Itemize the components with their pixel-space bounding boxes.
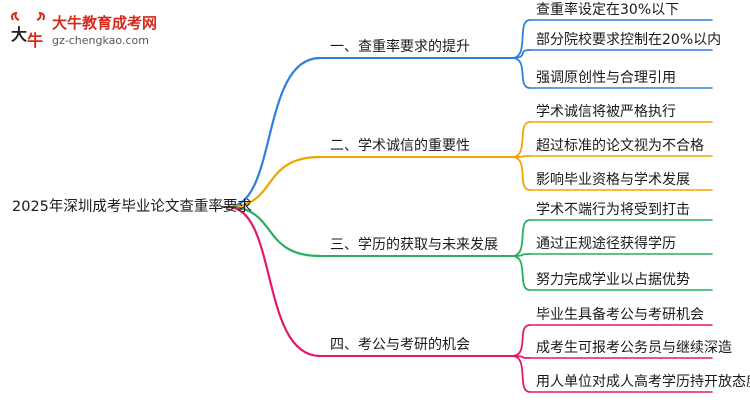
branch-2-leaf-1-curve xyxy=(511,121,531,158)
branch-1-label: 一、查重率要求的提升 xyxy=(330,39,470,55)
logo-name: 大牛教育成考网 xyxy=(52,14,158,32)
branch-4-leaf-1-curve xyxy=(511,324,531,357)
branch-2-label: 二、学术诚信的重要性 xyxy=(330,138,470,154)
branch-3-leaf-2: 通过正规途径获得学历 xyxy=(536,236,676,252)
root-topic: 2025年深圳成考毕业论文查重率要求 xyxy=(12,199,252,215)
branch-2-leaf-2: 超过标准的论文视为不合格 xyxy=(536,138,704,154)
branch-3-leaf-3-curve xyxy=(511,255,531,291)
branch-3-leaf-1: 学术不端行为将受到打击 xyxy=(536,202,690,218)
branch-2-leaf-3-curve xyxy=(511,156,531,191)
branch-1-leaf-3: 强调原创性与合理引用 xyxy=(536,70,676,86)
branch-1-curve xyxy=(226,56,322,209)
branch-2-leaf-3: 影响毕业资格与学术发展 xyxy=(536,172,690,188)
bull-logo-icon: 大 牛 xyxy=(11,11,45,50)
branch-3-label: 三、学历的获取与未来发展 xyxy=(330,237,498,253)
branch-2-leaf-1: 学术诚信将被严格执行 xyxy=(536,104,676,120)
branch-4-leaf-1: 毕业生具备考公与考研机会 xyxy=(536,307,704,323)
branch-1-leaf-2: 部分院校要求控制在20%以内 xyxy=(536,32,722,48)
branch-4-curve xyxy=(226,205,322,358)
branch-1-leaf-1-curve xyxy=(511,19,531,59)
svg-text:牛: 牛 xyxy=(27,31,43,50)
branch-1-leaf-3-curve xyxy=(511,57,531,89)
branch-3-leaf-1-curve xyxy=(511,219,531,257)
branch-3-leaf-3: 努力完成学业以占据优势 xyxy=(536,272,690,288)
branch-4-leaf-2: 成考生可报考公务员与继续深造 xyxy=(536,340,732,356)
site-logo[interactable]: 大 牛 大牛教育成考网 gz-chengkao.com xyxy=(8,8,178,52)
branch-3-curve xyxy=(226,205,322,258)
branch-2-curve xyxy=(226,155,322,209)
branch-4-label: 四、考公与考研的机会 xyxy=(330,337,470,353)
logo-url: gz-chengkao.com xyxy=(52,34,149,47)
branch-1-leaf-1: 查重率设定在30%以下 xyxy=(536,2,680,18)
branch-4-leaf-3: 用人单位对成人高考学历持开放态度 xyxy=(536,374,750,390)
branch-4-leaf-3-curve xyxy=(511,355,531,393)
svg-text:大: 大 xyxy=(11,25,27,44)
